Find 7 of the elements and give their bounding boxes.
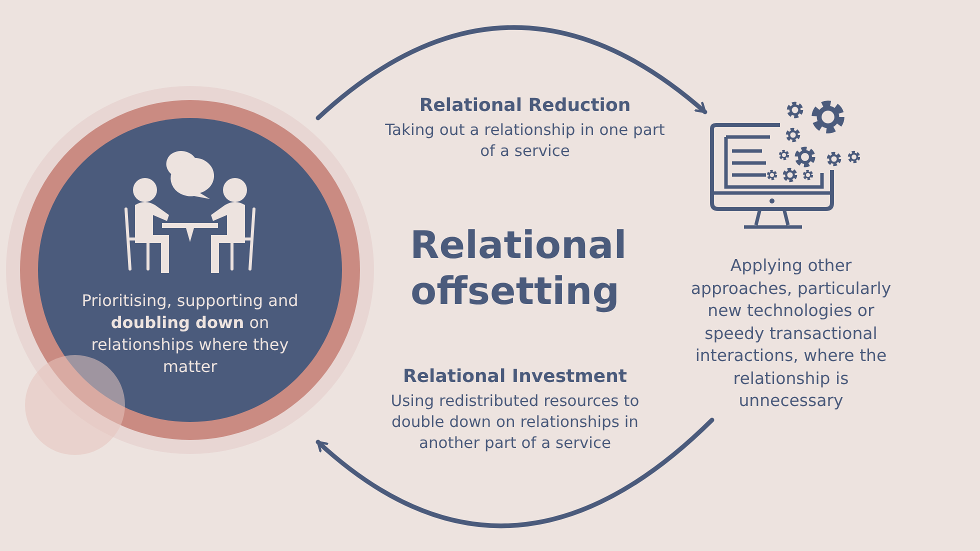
curved-arrow	[316, 418, 714, 528]
node-text: Applying other approaches, particularly new technologies or speedy transactional interactions, where the relationship is unnecessary	[690, 255, 892, 412]
circle-node	[5, 85, 375, 455]
description-text: Using redistributed resources to double down on relationships in another part of a service	[390, 391, 640, 454]
node-text: Prioritising, supporting and doubling down on relationships where they matter	[80, 290, 300, 378]
curved-arrow	[316, 25, 708, 120]
description-text: Taking out a relationship in one part of a service	[385, 120, 665, 162]
